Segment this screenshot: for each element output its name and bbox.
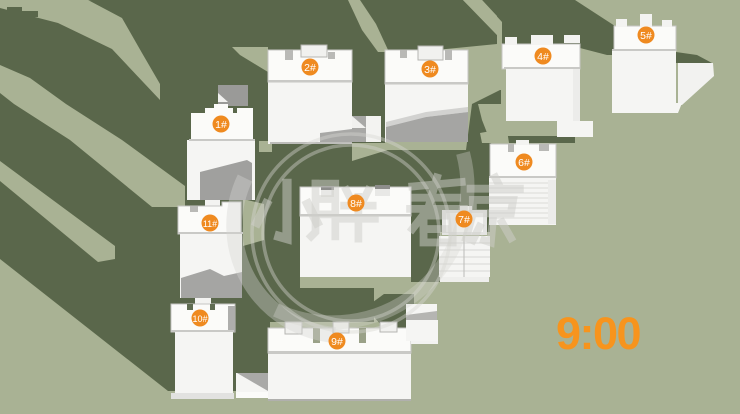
svg-text:9#: 9# [331,336,343,348]
svg-text:9:00: 9:00 [556,308,641,359]
svg-text:4#: 4# [537,51,549,63]
svg-text:2#: 2# [304,62,316,74]
svg-text:3#: 3# [424,64,436,76]
svg-text:5#: 5# [640,30,652,42]
svg-text:10#: 10# [192,314,207,324]
svg-text:1#: 1# [215,119,227,131]
svg-text:8#: 8# [350,198,362,210]
svg-text:11#: 11# [203,219,217,229]
svg-text:7#: 7# [458,214,470,226]
svg-text:6#: 6# [518,157,530,169]
